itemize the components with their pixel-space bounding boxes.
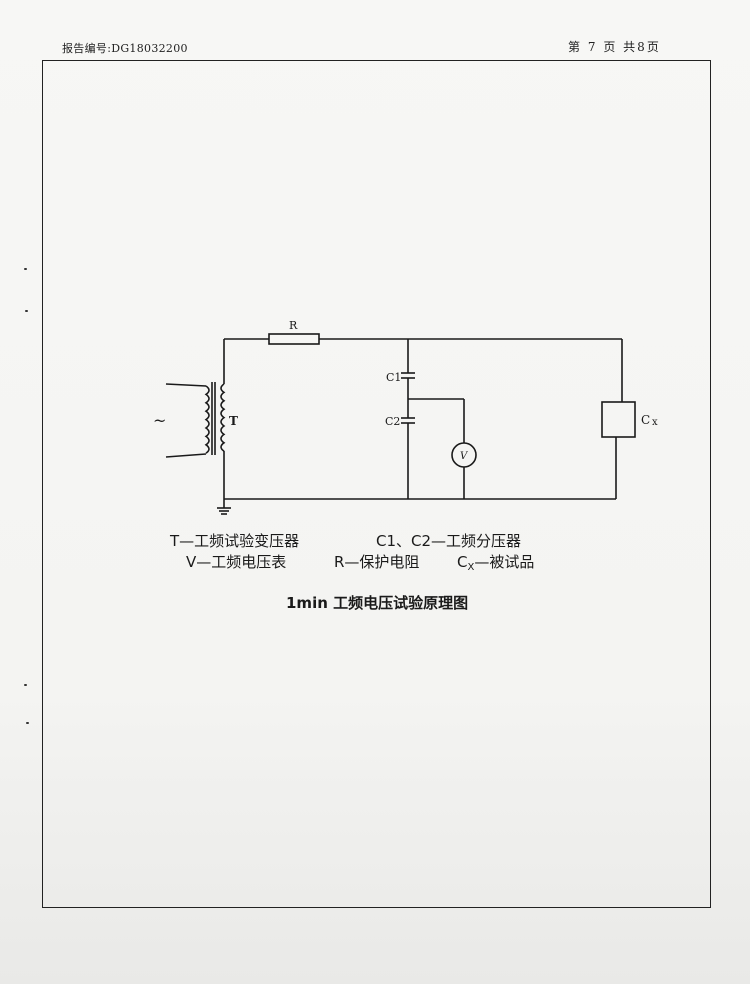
- legend-cx-sub: X: [467, 562, 475, 573]
- legend-divider: C1、C2—工频分压器: [376, 532, 522, 550]
- legend-cx-rest: —被试品: [474, 553, 535, 571]
- page-total-unit: 页: [646, 40, 661, 54]
- margin-speck: [24, 268, 27, 270]
- report-number-value: DG18032200: [111, 42, 188, 55]
- margin-speck: [26, 722, 29, 724]
- secondary-coil: [220, 383, 226, 452]
- ac-source-label: ~: [153, 411, 166, 430]
- cx-label-sub: x: [652, 417, 658, 428]
- legend-voltmeter: V—工频电压表: [186, 553, 287, 571]
- page-total-prefix: 共: [623, 40, 638, 54]
- diagram-caption: 1min 工频电压试验原理图: [286, 594, 469, 612]
- c2-label: C2: [385, 415, 400, 428]
- circuit-diagram: ~ T R C1 C2 V C x: [153, 319, 658, 515]
- page-prefix: 第: [568, 40, 583, 54]
- margin-speck: [24, 684, 27, 686]
- page-current: 7: [587, 40, 598, 54]
- content-frame: [42, 60, 711, 908]
- legend-transformer: T—工频试验变压器: [170, 532, 300, 550]
- resistor-label: R: [289, 319, 298, 332]
- legend-cx-main: C: [457, 553, 468, 571]
- page-unit: 页: [603, 40, 618, 54]
- page-total: 8: [637, 40, 647, 54]
- page-indicator: 第 7 页 共8页: [568, 38, 661, 55]
- transformer-label: T: [229, 414, 238, 428]
- legend-resistor: R—保护电阻: [334, 553, 420, 571]
- test-object-box: [601, 401, 636, 438]
- primary-lead-bottom: [165, 453, 207, 458]
- c1-label: C1: [386, 371, 401, 384]
- resistor-r: [268, 333, 320, 345]
- report-number: 报告编号:DG18032200: [62, 40, 188, 56]
- legend-test-object: CX—被试品: [457, 551, 534, 573]
- cx-label-main: C: [641, 413, 650, 427]
- primary-lead-top: [165, 383, 207, 387]
- primary-coil: [204, 385, 210, 454]
- voltmeter-label: V: [460, 451, 469, 462]
- report-number-label: 报告编号:: [62, 42, 112, 55]
- margin-speck: [25, 310, 28, 312]
